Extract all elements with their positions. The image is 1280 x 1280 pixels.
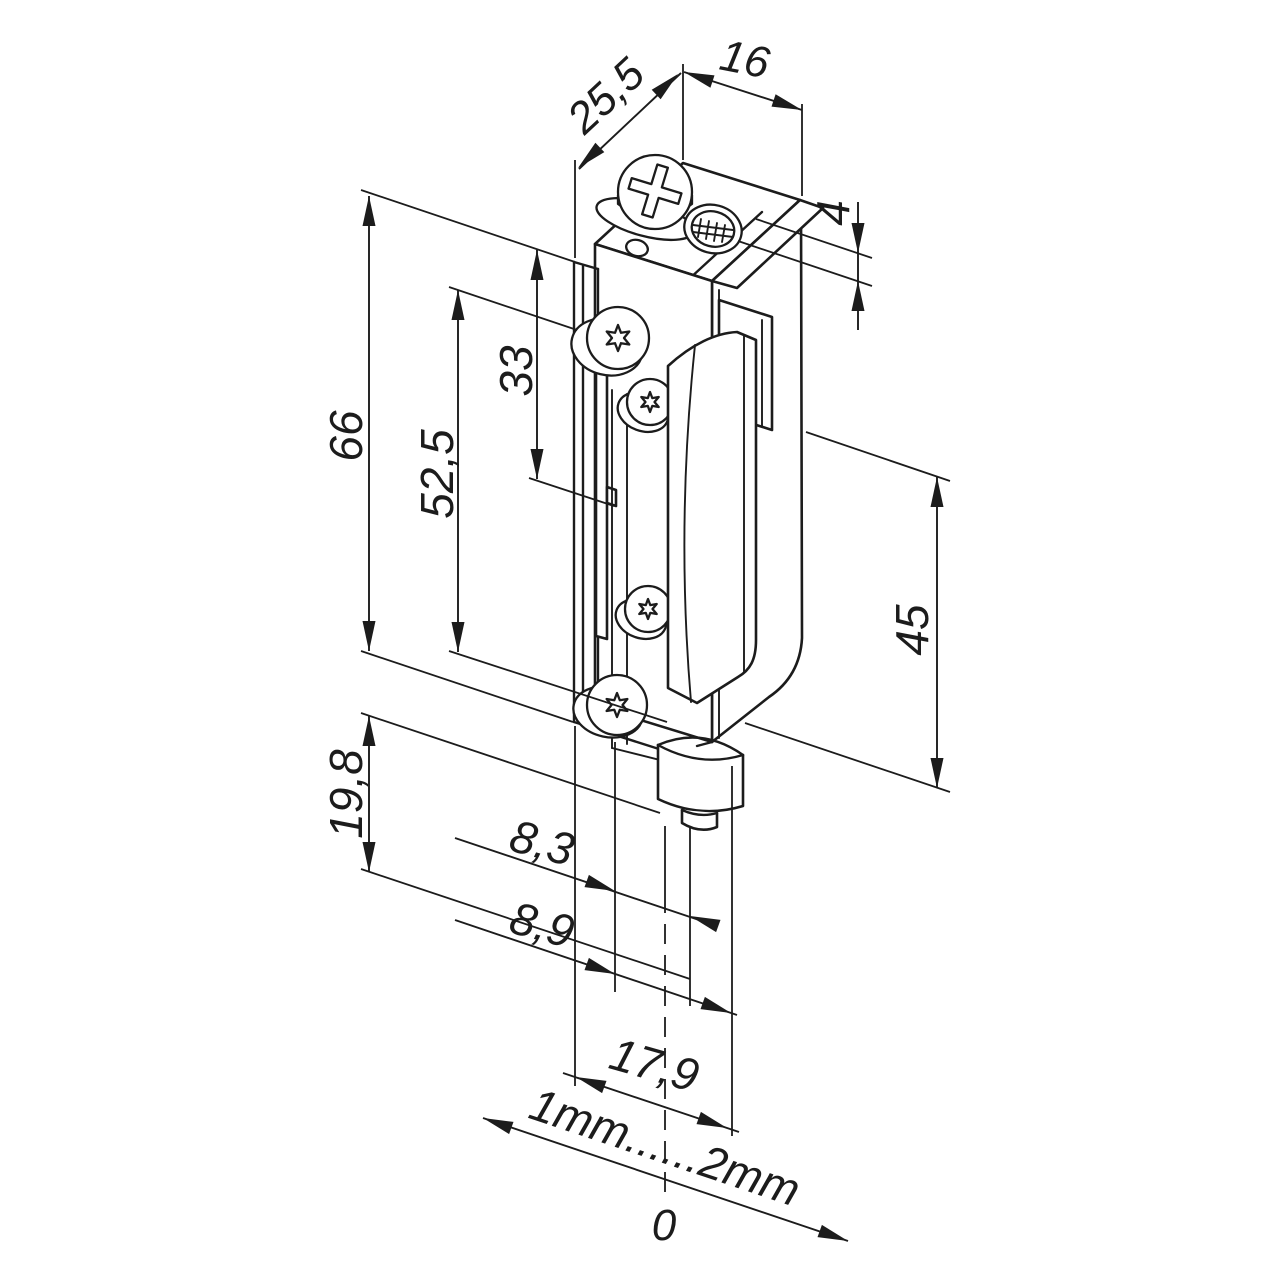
arrowhead — [362, 842, 376, 872]
torx-icon — [638, 597, 658, 621]
dim-label-33: 33 — [490, 345, 542, 397]
torx-screw-upper — [570, 305, 651, 377]
arrowhead — [451, 622, 465, 652]
arrowhead — [817, 1224, 848, 1241]
dim-52-5: 52,5 — [411, 290, 465, 652]
pin-nub-top-arc — [680, 808, 719, 817]
dim-label-8-3: 8,3 — [505, 809, 581, 876]
arrowhead — [584, 957, 615, 974]
dim-label-45: 45 — [886, 604, 938, 656]
dim-label-zero: 0 — [652, 1201, 677, 1250]
dim-label-8-9: 8,9 — [505, 891, 580, 958]
latch-jaw — [666, 330, 758, 705]
arrowhead — [851, 281, 865, 311]
torx-icon — [605, 323, 631, 353]
arrowhead — [576, 1077, 607, 1094]
dim-16: 16 — [683, 31, 803, 111]
arrowhead — [930, 477, 944, 507]
arrowhead — [451, 290, 465, 320]
arrowhead — [690, 916, 721, 933]
arrowhead — [651, 74, 678, 100]
dim-label-19-8: 19,8 — [320, 749, 372, 839]
adjustment-screw-slot — [692, 218, 734, 243]
faceplate-top-edge — [572, 260, 600, 271]
dim-4: 4 — [807, 200, 865, 330]
arrowhead — [530, 250, 544, 280]
arrowhead — [530, 449, 544, 479]
dim-label-17-9: 17,9 — [604, 1027, 704, 1102]
dim-33: 33 — [490, 250, 544, 479]
arrowhead — [483, 1118, 514, 1135]
bottom-body-edge — [695, 740, 714, 748]
dim-25-5: 25,5 — [557, 49, 682, 170]
solenoid-cylinder — [656, 736, 745, 832]
mounting-hole — [625, 238, 649, 258]
arrowhead — [578, 142, 605, 168]
arrowhead — [700, 996, 731, 1013]
top-screws — [595, 153, 743, 258]
arrowhead — [362, 621, 376, 651]
phillips-cross-icon — [627, 163, 683, 219]
dim-19-8: 19,8 — [320, 716, 376, 872]
mounting-tab — [710, 198, 825, 290]
faceplate-slot — [594, 330, 609, 641]
inner-screws — [614, 377, 675, 641]
arrowhead — [684, 72, 715, 88]
arrowhead — [771, 94, 802, 110]
dim-8-9: 8,9 — [454, 891, 738, 1016]
arrowhead — [362, 196, 376, 226]
jaw-front-curve — [683, 344, 696, 703]
arrowhead — [696, 1111, 727, 1128]
arrowhead — [362, 716, 376, 746]
arrowhead — [584, 874, 615, 891]
cylinder-top-near-arc — [656, 743, 745, 761]
torx-screw-bottom — [572, 673, 649, 739]
dim-adjust-range: 1mm......2mm 0 — [482, 1078, 849, 1250]
dim-label-25-5: 25,5 — [557, 49, 654, 144]
torx-icon — [640, 390, 660, 414]
arrowhead — [930, 758, 944, 788]
arrowhead — [851, 223, 865, 253]
cylinder-top-far-arc — [656, 736, 745, 757]
dim-label-4: 4 — [807, 200, 859, 226]
dim-45: 45 — [886, 477, 944, 788]
dim-label-16: 16 — [716, 31, 774, 89]
dim-66: 66 — [320, 196, 376, 651]
dim-label-66: 66 — [320, 410, 372, 462]
dim-label-52-5: 52,5 — [411, 429, 463, 519]
